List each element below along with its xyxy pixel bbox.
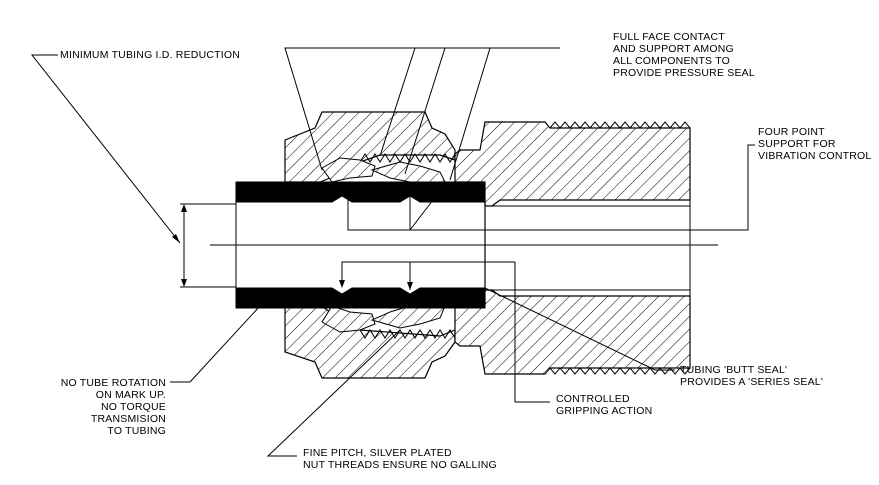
id-dim-arrow-bottom: [181, 279, 187, 287]
back-ferrule-upper: [370, 161, 446, 183]
leader-butt-seal: [484, 287, 675, 371]
label-full-face-contact: FULL FACE CONTACT AND SUPPORT AMONG ALL …: [613, 31, 755, 79]
body-upper-section: [454, 121, 691, 207]
leader-no-rotation: [170, 305, 261, 383]
back-ferrule-lower: [370, 305, 446, 329]
tube-wall-upper: [235, 181, 486, 203]
body-lower-section: [454, 289, 691, 375]
id-dim-arrow-top: [181, 204, 187, 212]
tube-wall-lower: [235, 287, 486, 309]
label-fine-pitch: FINE PITCH, SILVER PLATED NUT THREADS EN…: [303, 447, 497, 471]
label-butt-seal: TUBING 'BUTT SEAL' PROVIDES A 'SERIES SE…: [680, 364, 824, 388]
nut-threads-lower: [359, 329, 456, 339]
label-min-id-reduction: MINIMUM TUBING I.D. REDUCTION: [60, 49, 241, 61]
body-threads-lower: [549, 367, 691, 375]
leader-controlled-gripping: [514, 262, 550, 403]
nut-threads-upper: [359, 153, 456, 163]
leader-full-face: [284, 47, 560, 171]
label-controlled-gripping: CONTROLLED GRIPPING ACTION: [556, 393, 653, 417]
label-four-point-support: FOUR POINT SUPPORT FOR VIBRATION CONTROL: [758, 126, 872, 162]
label-no-tube-rotation: NO TUBE ROTATION ON MARK UP. NO TORQUE T…: [60, 377, 166, 437]
leader-fine-pitch: [266, 329, 401, 457]
leader-min-id: [30, 54, 181, 244]
leader-four-point: [347, 144, 755, 231]
body-threads-upper: [549, 121, 691, 129]
